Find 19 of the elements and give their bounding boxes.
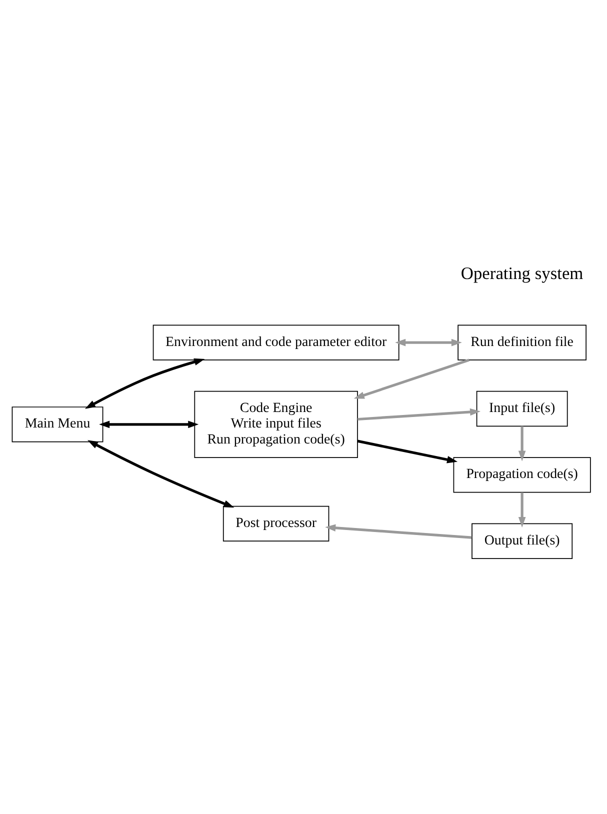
node-box: Run definition file [458, 324, 586, 360]
node-box: Environment and code parameter editor [152, 324, 400, 360]
arrow [357, 440, 458, 464]
arrow [358, 408, 481, 421]
arrow [518, 426, 526, 462]
node-box: Code Engine Write input files Run propagation code(s) [194, 390, 358, 458]
node-box: Output file(s) [472, 523, 573, 559]
arrow [395, 338, 462, 346]
arrow [354, 358, 470, 399]
node-box: Propagation code(s) [453, 457, 591, 493]
node-box: Input file(s) [476, 390, 568, 427]
arrow [84, 358, 205, 409]
arrow [99, 420, 199, 428]
arrow [518, 492, 526, 528]
label: Operating system [460, 262, 584, 283]
node-box: Main Menu [12, 406, 104, 442]
arrow [88, 440, 234, 508]
node-box: Post processor [222, 506, 330, 542]
arrow [325, 524, 472, 539]
